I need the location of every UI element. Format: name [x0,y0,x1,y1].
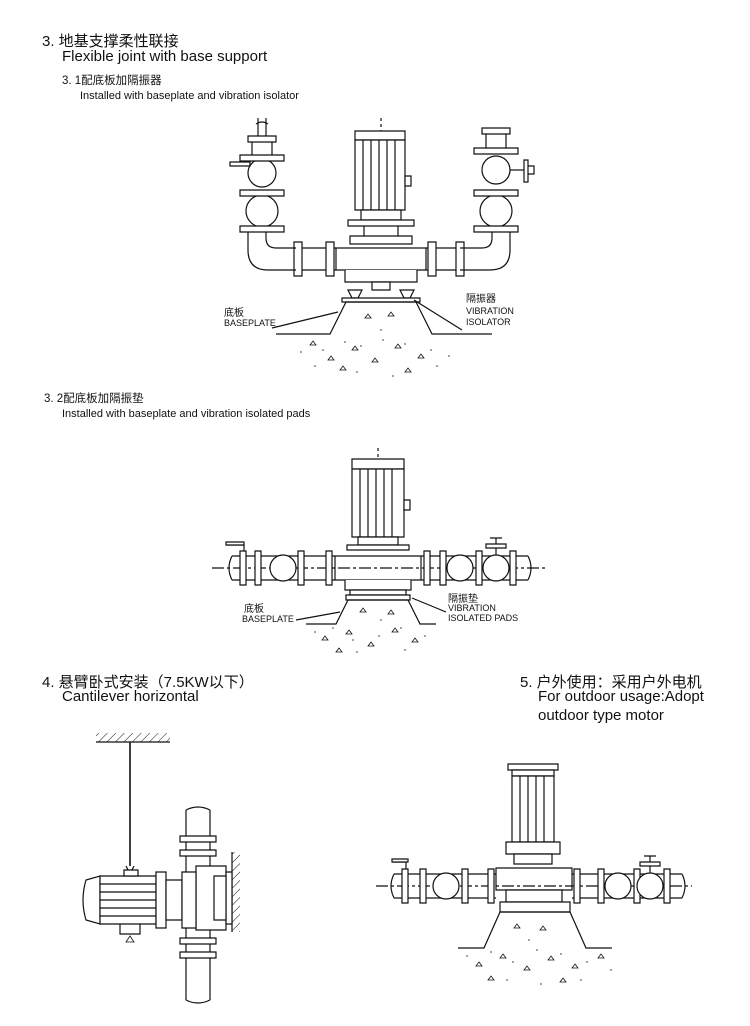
figure-3-1-diagram [230,118,534,376]
label-baseplate-en-1: BASEPLATE [224,318,276,328]
pump-body-3-2 [335,556,421,590]
gravel-5 [466,924,612,984]
left-riser-3-1 [230,118,296,270]
isolator-and-foundation-3-1 [272,290,492,334]
gravel-3-1 [300,312,450,376]
pipe-line-3-1 [294,242,464,276]
foundation-5 [458,902,612,948]
section5-heading-cn: 5. 户外使用：采用户外电机 [520,674,702,691]
section3-1-heading-cn: 3. 1配底板加隔振器 [62,75,162,87]
figure-4-diagram [83,733,240,1003]
label-baseplate-en-2: BASEPLATE [242,614,294,624]
section4-heading-cn: 4. 悬臂卧式安装（7.5KW以下） [42,674,254,691]
label-isolator-en-1: VIBRATION [466,306,514,316]
motor-5 [506,776,560,864]
wall-4 [232,852,240,932]
pump-body-3-1 [336,236,426,290]
rain-cover-5 [508,764,558,776]
section5-heading-en-1: For outdoor usage:Adopt [538,688,704,705]
section3-heading-en: Flexible joint with base support [62,48,268,65]
motor-4 [83,870,196,942]
section4-heading-en: Cantilever horizontal [62,688,199,705]
gravel-3-2 [314,608,426,652]
label-baseplate-cn-1: 底板 [224,308,244,319]
section3-2-heading-cn: 3. 2配底板加隔振垫 [44,393,144,405]
figure-3-2-diagram [212,448,545,652]
right-riser-3-1 [460,128,534,270]
motor-3-2 [347,459,410,550]
label-isolator-cn: 隔振器 [466,294,496,305]
label-pads-en-2: ISOLATED PADS [448,613,519,623]
pipe-line-3-2 [212,538,545,585]
section3-heading-cn: 3. 地基支撑柔性联接 [42,33,179,50]
label-isolator-en-2: ISOLATOR [466,317,511,327]
figure-5-diagram [376,764,692,984]
section3-1-heading-en: Installed with baseplate and vibration i… [80,90,299,102]
ceiling-4 [96,733,170,742]
label-pads-en-1: VIBRATION [448,603,496,613]
label-pads-cn: 隔振垫 [448,594,478,605]
motor-3-1 [348,131,414,236]
pump-body-4 [196,866,232,930]
pump-body-5 [496,868,572,902]
pads-and-foundation-3-2 [296,590,446,624]
label-baseplate-cn-2: 底板 [244,604,264,615]
section3-2-heading-en: Installed with baseplate and vibration i… [62,408,311,420]
section5-heading-en-2: outdoor type motor [538,707,664,724]
pipe-line-5 [376,856,692,903]
